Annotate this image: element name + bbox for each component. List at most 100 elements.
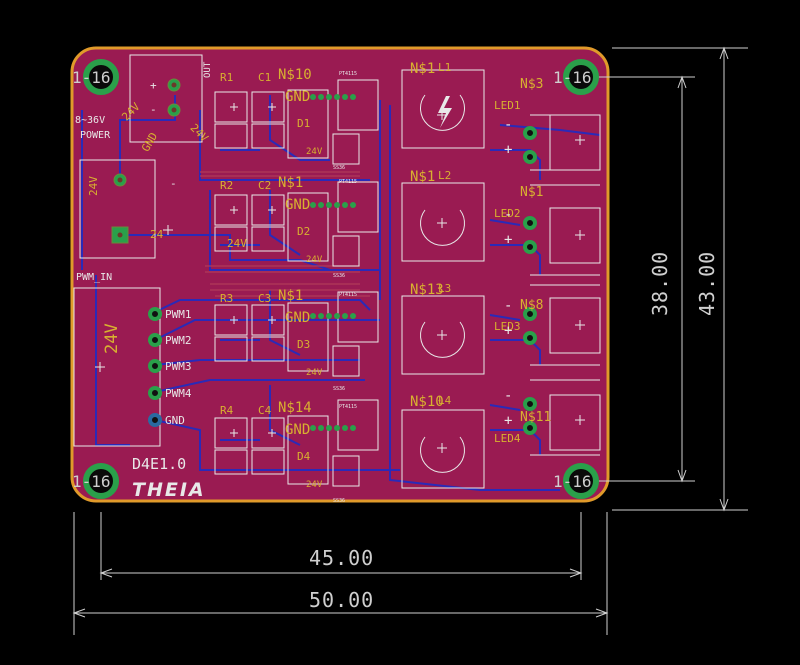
chip-pad — [318, 202, 324, 208]
chip-pad — [334, 202, 340, 208]
ch4-led-plus: + — [504, 413, 513, 429]
ch2-l-net-label: N$1 — [410, 169, 436, 185]
mount-label-bl: 1-16 — [72, 472, 111, 491]
ch3-inductor-label: L3 — [438, 282, 452, 295]
ch2-diode-ref-label: D2 — [297, 225, 311, 238]
power-plus: + — [150, 79, 157, 92]
out-label: OUT — [203, 61, 213, 78]
ch4-cap-net-label: N$14 — [278, 400, 312, 416]
ch4-cap-label: C4 — [258, 404, 272, 417]
chip-pad — [350, 94, 356, 100]
chip-pad — [342, 94, 348, 100]
dimension-lines — [72, 46, 748, 635]
inner-traces — [200, 171, 370, 297]
crosshair-marks — [95, 103, 585, 453]
power-label: POWER — [80, 130, 111, 141]
ch1-diode-label: SS36 — [333, 165, 346, 171]
chip-pad — [342, 313, 348, 319]
led-pads — [523, 126, 537, 435]
ch3-diode-label: SS36 — [333, 386, 346, 392]
chip-pad — [334, 425, 340, 431]
power-minus: - — [150, 103, 157, 116]
ch1-cap-net-label: N$10 — [278, 67, 312, 83]
chip-pads — [310, 94, 356, 431]
mount-hole-tr — [563, 59, 599, 95]
ch1-gnd-label: GND — [285, 89, 311, 105]
chip-pad — [310, 94, 316, 100]
mount-label-tl: 1-16 — [72, 68, 111, 87]
ch2-res-label: R2 — [220, 179, 234, 192]
pwm-in-title: PWM_IN — [76, 272, 113, 283]
pwm-pin-gnd: GND — [165, 414, 185, 427]
component-outlines — [73, 54, 601, 489]
chip-pad — [318, 313, 324, 319]
ch4-diode-label: SS36 — [333, 498, 346, 504]
mounting-holes — [83, 59, 599, 499]
pwm-pin-2: PWM2 — [165, 334, 192, 347]
ch2-led-net-label: N$1 — [520, 185, 544, 200]
ch2-cap-label: C2 — [258, 179, 272, 192]
ch4-led-label: LED4 — [494, 432, 521, 445]
mount-label-br: 1-16 — [553, 472, 592, 491]
chip-pad — [334, 313, 340, 319]
ch3-l-net-label: N$13 — [410, 282, 444, 298]
chip-pad — [318, 94, 324, 100]
ch2-v24-diode-label: 24V — [306, 255, 323, 265]
chip-pad — [318, 425, 324, 431]
mount-hole-br — [563, 463, 599, 499]
ch4-l-net-label: N$10 — [410, 394, 444, 410]
ch4-led-minus: - — [504, 388, 513, 404]
chip-pad — [334, 94, 340, 100]
mount-hole-tl — [83, 59, 119, 95]
ch2-gnd-label: GND — [285, 197, 311, 213]
pwm-pin-4: PWM4 — [165, 387, 192, 400]
pwm-pin-3: PWM3 — [165, 360, 192, 373]
board-outline — [70, 46, 610, 503]
ch1-v24-diode-label: 24V — [306, 147, 323, 157]
ch1-led-net-label: N$3 — [520, 77, 544, 92]
chip-pad — [326, 94, 332, 100]
ch2-cap-net-label: N$1 — [278, 175, 304, 191]
ch4-chip-label: PT4115 — [339, 404, 358, 410]
ch1-res-label: R1 — [220, 71, 234, 84]
ch4-inductor-label: L4 — [438, 394, 452, 407]
ch1-chip-label: PT4115 — [339, 71, 358, 77]
ch4-diode-ref-label: D4 — [297, 450, 311, 463]
brand-logo: THEIA — [132, 479, 206, 501]
chip-pad — [342, 202, 348, 208]
chip-pad — [342, 425, 348, 431]
chip-pad — [350, 313, 356, 319]
ch1-led-plus: + — [504, 142, 513, 158]
chip-pad — [310, 313, 316, 319]
chip-pad — [326, 425, 332, 431]
ch3-led-net-label: N$8 — [520, 298, 544, 313]
chip-pad — [310, 425, 316, 431]
ch2-led-label: LED2 — [494, 207, 521, 220]
ch4-gnd-label: GND — [285, 422, 311, 438]
chip-pad — [326, 202, 332, 208]
ch3-diode-ref-label: D3 — [297, 338, 311, 351]
ch3-chip-label: PT4115 — [339, 292, 358, 298]
ch1-diode-ref-label: D1 — [297, 117, 311, 130]
ch3-res-label: R3 — [220, 292, 234, 305]
v24-side-label: 24V — [87, 176, 100, 196]
ch4-led-net-label: N$11 — [520, 410, 552, 425]
ch2-led-plus: + — [504, 232, 513, 248]
copper-traces — [81, 95, 601, 491]
mount-label-tr: 1-16 — [553, 68, 592, 87]
ch1-l-net-label: N$1 — [410, 61, 436, 77]
ch3-cap-net-label: N$1 — [278, 288, 304, 304]
chip-pad — [350, 425, 356, 431]
dim-width-inner: 45.00 — [309, 546, 375, 570]
inductor-mark-icon — [438, 96, 452, 128]
board-name: D4E1.0 — [132, 455, 187, 473]
mount-hole-bl — [83, 463, 119, 499]
ch4-res-label: R4 — [220, 404, 234, 417]
pwm-pads — [148, 307, 162, 427]
v24-trace-label: 24V — [227, 237, 247, 250]
pwm-side-label: 24V — [102, 323, 122, 354]
ch1-led-minus: - — [504, 117, 513, 133]
ch3-led-plus: + — [504, 323, 513, 339]
ch2-chip-label: PT4115 — [339, 179, 358, 185]
